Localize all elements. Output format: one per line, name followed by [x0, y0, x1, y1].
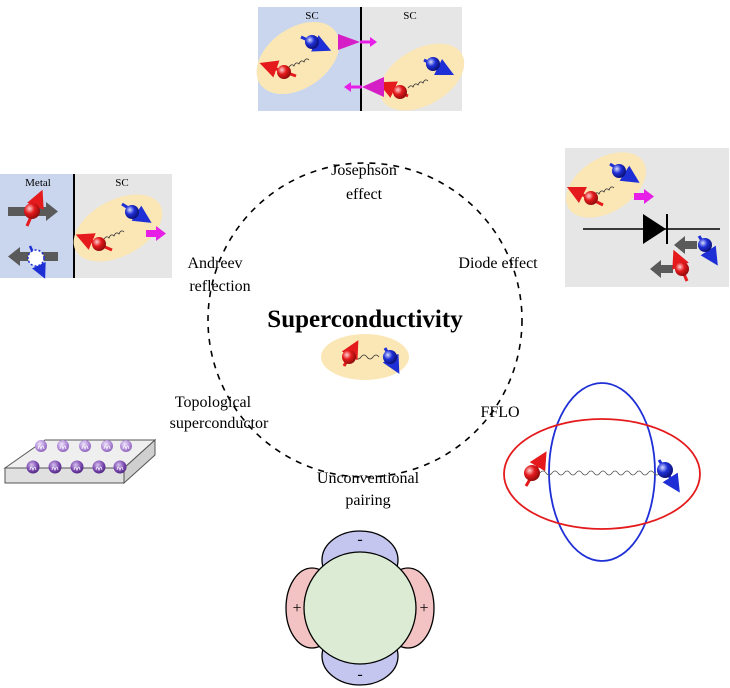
- topic-topological: Topological superconductor: [170, 394, 269, 432]
- fflo-orbits: [503, 382, 701, 562]
- josephson-sc-left-label: SC: [305, 10, 318, 22]
- majorana-mode-icon: [26, 440, 132, 474]
- svg-text:Diode effect: Diode effect: [458, 255, 538, 272]
- center-cooper-pair: [321, 334, 409, 380]
- topic-andreev: Andreev reflection: [187, 255, 250, 295]
- spin-down-electron-icon: [698, 238, 712, 252]
- spin-up-electron-icon: [24, 203, 40, 219]
- andreev-metal-label: Metal: [25, 177, 51, 189]
- spin-up-electron-icon: [342, 350, 356, 364]
- spin-down-electron-icon: [125, 205, 139, 219]
- d-wave-sign-bottom: -: [357, 666, 362, 683]
- spin-up-electron-icon: [92, 237, 106, 251]
- svg-text:reflection: reflection: [189, 278, 250, 295]
- svg-text:Andreev: Andreev: [187, 255, 242, 272]
- andreev-sc-label: SC: [115, 177, 128, 189]
- spin-up-electron-icon: [584, 191, 598, 205]
- svg-text:effect: effect: [346, 186, 383, 203]
- svg-text:Unconventional: Unconventional: [317, 470, 420, 487]
- diagram-title: Superconductivity: [267, 306, 463, 333]
- topic-fflo: FFLO: [480, 404, 519, 421]
- diode-icon: [643, 214, 666, 244]
- d-wave-sign-top: -: [357, 531, 362, 548]
- central-dashed-ring: [207, 162, 523, 478]
- josephson-panel: SC SC: [256, 7, 465, 111]
- svg-text:superconductor: superconductor: [170, 415, 269, 432]
- topological-slab: [3, 438, 157, 485]
- josephson-sc-right-label: SC: [403, 10, 416, 22]
- d-wave-sign-left: +: [292, 600, 301, 617]
- spin-up-electron-icon: [277, 65, 291, 79]
- spin-down-electron-icon: [657, 462, 673, 478]
- spin-up-electron-icon: [524, 465, 540, 481]
- d-wave-gap: - - + +: [285, 530, 435, 686]
- topic-unconventional: Unconventional pairing: [317, 470, 420, 509]
- svg-text:Josephson: Josephson: [331, 162, 397, 179]
- spin-down-electron-icon: [426, 57, 440, 71]
- svg-text:FFLO: FFLO: [480, 404, 519, 421]
- spin-up-electron-icon: [393, 85, 407, 99]
- topic-josephson: Josephson effect: [331, 162, 397, 203]
- andreev-panel: Metal SC: [0, 174, 172, 279]
- d-wave-sign-right: +: [419, 600, 428, 617]
- topic-diode: Diode effect: [458, 255, 538, 272]
- spin-down-electron-icon: [383, 350, 397, 364]
- spin-down-electron-icon: [305, 35, 319, 49]
- svg-text:Topological: Topological: [175, 394, 252, 411]
- spin-up-electron-icon: [675, 262, 689, 276]
- diode-panel: [565, 148, 729, 287]
- hole-icon: [27, 249, 45, 267]
- svg-text:pairing: pairing: [345, 492, 390, 509]
- spin-down-electron-icon: [612, 164, 626, 178]
